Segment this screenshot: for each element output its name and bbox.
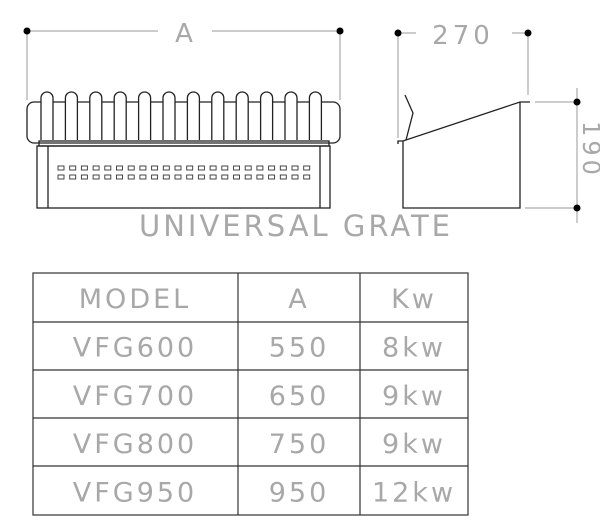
vent-hole: [104, 165, 112, 171]
table-cell: VFG950: [73, 478, 197, 509]
vent-hole: [279, 165, 287, 171]
vent-hole: [291, 165, 299, 171]
vent-hole: [104, 174, 112, 180]
table-cell: 650: [269, 381, 330, 412]
vent-hole: [92, 165, 100, 171]
grate-fin: [40, 91, 54, 140]
grate-fin: [211, 91, 225, 140]
vent-hole: [151, 165, 159, 171]
vent-hole: [139, 174, 147, 180]
vent-hole: [303, 165, 311, 171]
grate-fin: [113, 91, 127, 140]
vent-hole: [244, 165, 252, 171]
grate-fin: [186, 91, 201, 140]
vent-hole: [279, 174, 287, 180]
vent-hole: [197, 165, 205, 171]
vent-hole: [116, 174, 123, 180]
vent-hole: [197, 174, 205, 180]
grate-fin: [284, 91, 298, 140]
vent-hole: [303, 174, 311, 180]
grate-fin: [137, 91, 152, 140]
table-cell: 12kw: [372, 478, 456, 509]
drawing-title: UNIVERSAL GRATE: [139, 209, 453, 243]
vent-hole: [151, 174, 159, 180]
grate-fin: [259, 91, 274, 140]
table-cell: 750: [269, 429, 330, 460]
vent-hole: [69, 165, 77, 171]
side-view: 270 190: [394, 21, 600, 223]
grate-fin: [89, 91, 103, 140]
vent-hole: [221, 165, 229, 171]
table-cell: 9kw: [382, 381, 446, 412]
vent-hole: [127, 174, 135, 180]
table-cell: 950: [269, 478, 330, 509]
dimension-a: A: [23, 19, 344, 100]
table-cell: VFG600: [73, 332, 197, 363]
vent-hole: [221, 174, 229, 180]
table-header-cell: Kw: [391, 284, 437, 315]
vent-hole: [162, 165, 170, 171]
vent-hole: [186, 174, 194, 180]
table-cell: 8kw: [382, 332, 446, 363]
front-view: [26, 91, 341, 209]
vent-hole: [233, 165, 240, 171]
vent-hole: [162, 174, 170, 180]
vent-hole: [209, 165, 217, 171]
vent-hole: [244, 174, 252, 180]
grate-fin: [64, 91, 79, 140]
grate-fin: [162, 91, 176, 140]
vent-hole: [256, 174, 264, 180]
vent-hole: [233, 174, 240, 180]
vent-hole: [174, 165, 182, 171]
vent-hole: [92, 174, 100, 180]
table-header-cell: A: [288, 284, 309, 315]
grate-fin: [308, 91, 323, 140]
handle: [404, 94, 414, 141]
dimension-a-label: A: [175, 19, 193, 49]
vent-hole: [80, 174, 88, 180]
vent-hole: [139, 165, 147, 171]
vent-hole: [69, 174, 77, 180]
dimension-270-label: 270: [432, 21, 494, 51]
vent-hole: [256, 165, 264, 171]
vent-hole: [291, 174, 299, 180]
vent-hole: [186, 165, 194, 171]
table-cell: VFG800: [73, 429, 197, 460]
grate-fin: [235, 91, 249, 140]
table-cell: 550: [269, 332, 330, 363]
table-cell: 9kw: [382, 429, 446, 460]
vent-hole: [57, 174, 65, 180]
table-header-cell: MODEL: [79, 284, 191, 315]
vent-hole: [268, 174, 276, 180]
vent-hole: [209, 174, 217, 180]
vent-hole: [174, 174, 182, 180]
dimension-190-label: 190: [577, 121, 600, 179]
vent-hole: [116, 165, 123, 171]
vent-hole: [268, 165, 276, 171]
vent-hole: [127, 165, 135, 171]
vent-hole: [57, 165, 65, 171]
grate-bar: [26, 101, 341, 144]
vent-hole: [80, 165, 88, 171]
ash-box: [36, 145, 331, 209]
table-cell: VFG700: [73, 381, 197, 412]
